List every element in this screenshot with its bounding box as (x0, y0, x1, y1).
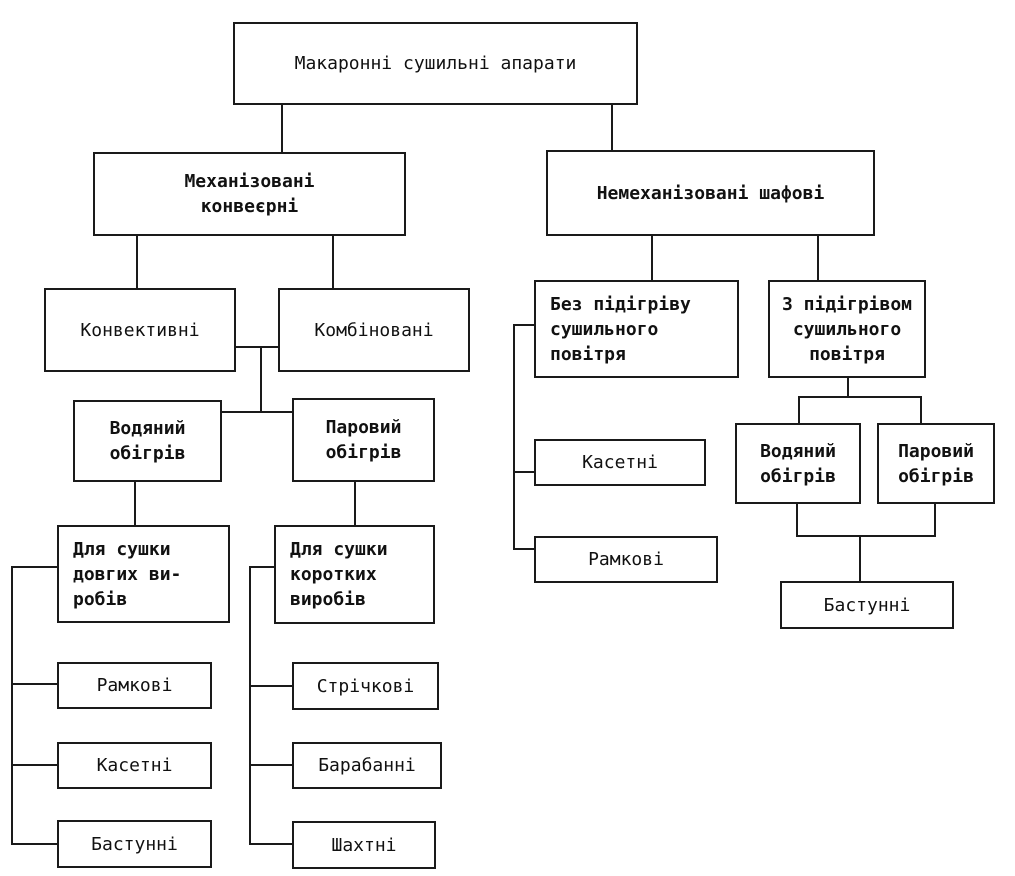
connector-to-cane (796, 503, 936, 582)
node-convective-label: Конвективні (80, 319, 200, 341)
node-short-products: Для сушки коротких виробів (274, 525, 435, 624)
node-long-products: Для сушки довгих ви- робів (57, 525, 230, 623)
node-mechanized: Механізовані конвеєрні (93, 152, 406, 236)
connector-short-bracket (249, 566, 293, 845)
node-frame-left-label: Рамкові (96, 675, 173, 696)
node-drum: Барабанні (292, 742, 442, 789)
node-with-heating-line-3: повітря (809, 343, 885, 365)
node-with-heating-line-1: З підігрівом (781, 293, 913, 315)
node-short-products-line-2: коротких (290, 564, 377, 585)
node-steam-heating-left: Паровий обігрів (292, 398, 435, 482)
node-without-heating-line-2: сушильного (550, 318, 659, 340)
connector-mechanized-children (136, 235, 334, 289)
node-drum-label: Барабанні (318, 755, 416, 776)
node-convective: Конвективні (44, 288, 236, 372)
node-cane-right-label: Бастунні (823, 594, 911, 616)
node-cassette-left: Касетні (57, 742, 212, 789)
node-water-heating-right: Водяний обігрів (735, 423, 861, 504)
node-steam-heating-left-line-2: обігрів (325, 442, 402, 463)
node-with-heating-line-2: сушильного (792, 318, 902, 340)
node-steam-heating-left-line-1: Паровий (325, 417, 402, 438)
node-mechanized-line-2: конвеєрні (200, 196, 299, 217)
node-root: Макаронні сушильні апарати (233, 22, 638, 105)
node-ribbon: Стрічкові (292, 662, 439, 710)
node-short-products-line-1: Для сушки (290, 539, 388, 560)
node-long-products-line-1: Для сушки (73, 538, 171, 560)
node-water-heating-left-line-1: Водяний (109, 418, 186, 439)
node-cassette-right: Касетні (534, 439, 706, 486)
node-non-mechanized-label: Немеханізовані шафові (596, 182, 825, 204)
node-long-products-line-3: робів (73, 588, 128, 610)
connector-nonmech-children (651, 235, 819, 281)
node-steam-heating-right-line-2: обігрів (898, 465, 974, 487)
node-steam-heating-right: Паровий обігрів (877, 423, 995, 504)
connector-long-bracket (11, 566, 58, 845)
node-water-heating-right-line-2: обігрів (760, 465, 836, 487)
node-shaft: Шахтні (292, 821, 436, 869)
node-shaft-label: Шахтні (331, 834, 397, 856)
node-cassette-left-label: Касетні (96, 755, 173, 776)
node-mechanized-line-1: Механізовані (184, 171, 315, 192)
node-without-heating-line-3: повітря (550, 343, 626, 365)
node-cane-right: Бастунні (780, 581, 954, 629)
node-without-heating: Без підігріву сушильного повітря (534, 280, 739, 378)
node-combined-label: Комбіновані (314, 319, 434, 341)
node-cassette-right-label: Касетні (582, 452, 658, 473)
node-frame-right-label: Рамкові (588, 549, 664, 570)
node-frame-right: Рамкові (534, 536, 718, 583)
node-combined: Комбіновані (278, 288, 470, 372)
node-short-products-line-3: виробів (290, 589, 366, 610)
connector-without-bracket (513, 324, 535, 550)
node-without-heating-line-1: Без підігріву (550, 293, 691, 315)
node-cane-left-label: Бастунні (91, 833, 178, 855)
node-long-products-line-2: довгих ви- (73, 563, 182, 585)
node-water-heating-left: Водяний обігрів (73, 400, 222, 482)
node-frame-left: Рамкові (57, 662, 212, 709)
connector-heating-branch (221, 346, 293, 413)
node-cane-left: Бастунні (57, 820, 212, 868)
node-root-label: Макаронні сушильні апарати (294, 53, 577, 74)
node-steam-heating-right-line-1: Паровий (898, 440, 974, 462)
node-non-mechanized: Немеханізовані шафові (546, 150, 875, 236)
node-with-heating: З підігрівом сушильного повітря (768, 280, 926, 378)
node-water-heating-right-line-1: Водяний (760, 440, 836, 462)
connector-with-heating-split (798, 377, 922, 424)
node-water-heating-left-line-2: обігрів (109, 443, 186, 464)
node-ribbon-label: Стрічкові (316, 675, 415, 697)
